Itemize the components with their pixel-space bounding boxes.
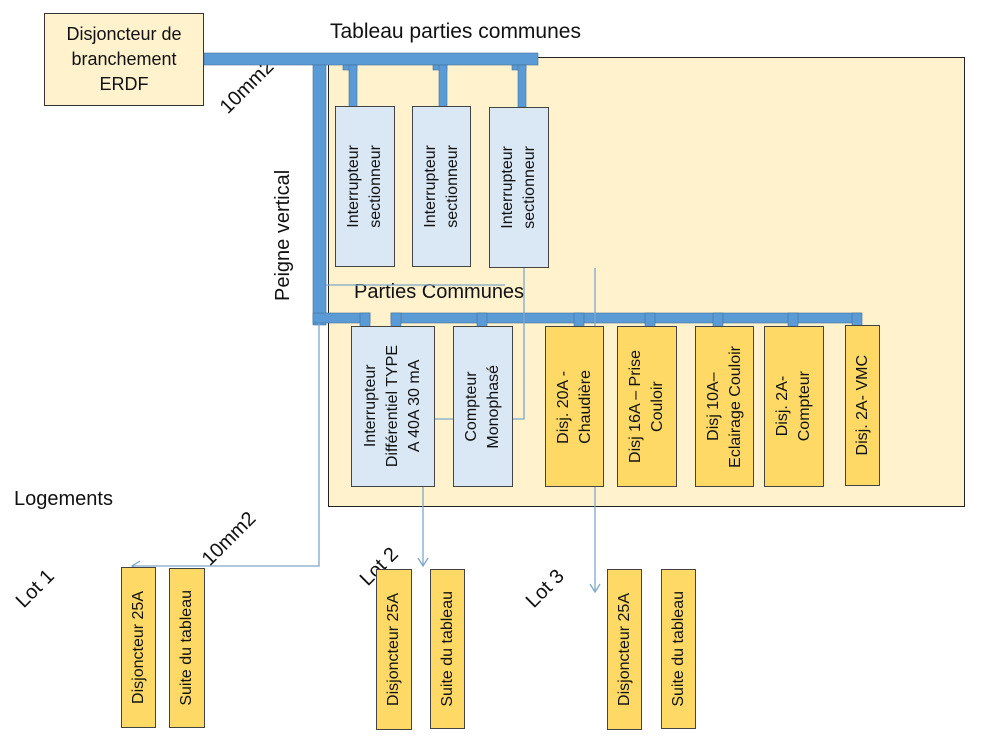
isolator-switch[interactable]: Interrupteur sectionneur bbox=[412, 106, 471, 267]
bus-drop bbox=[476, 312, 488, 328]
lot-continuation[interactable]: Suite du tableau bbox=[430, 569, 465, 729]
main-bus-bar bbox=[203, 52, 539, 66]
lot-breaker[interactable]: Disjoncteur 25A bbox=[121, 567, 156, 728]
isolator-switch[interactable]: Interrupteur sectionneur bbox=[489, 107, 549, 268]
device-label: Disj 10A– Eclairage Couloir bbox=[704, 345, 744, 468]
bus-drop bbox=[573, 312, 585, 328]
isolator-switch-label: Interrupteur sectionneur bbox=[499, 146, 538, 229]
erdf-main-breaker[interactable]: Disjoncteur de branchement ERDF bbox=[44, 13, 204, 106]
isolator-switch-label: Interrupteur sectionneur bbox=[345, 145, 384, 228]
isolator-feed bbox=[348, 64, 358, 108]
logements-label: Logements bbox=[14, 488, 113, 510]
panel-title: Tableau parties communes bbox=[330, 20, 581, 43]
bus-drop bbox=[390, 312, 402, 328]
lot-breaker-label: Disjoncteur 25A bbox=[129, 591, 147, 704]
bus-drop bbox=[712, 312, 724, 328]
lot-breaker[interactable]: Disjoncteur 25A bbox=[607, 569, 642, 730]
lot-breaker-label: Disjoncteur 25A bbox=[615, 593, 633, 706]
breaker-corridor-lighting[interactable]: Disj 10A– Eclairage Couloir bbox=[695, 326, 754, 487]
lot-continuation-label: Suite du tableau bbox=[178, 590, 195, 706]
breaker-corridor-outlet[interactable]: Disj 16A – Prise Couloir bbox=[617, 326, 677, 487]
bus-drop bbox=[787, 312, 799, 328]
lot3-arrow-icon bbox=[589, 583, 601, 594]
breaker-vmc[interactable]: Disj. 2A- VMC bbox=[845, 325, 880, 486]
vertical-bus-bar bbox=[312, 64, 327, 326]
isolator-feed bbox=[517, 64, 527, 108]
lot-continuation-label: Suite du tableau bbox=[438, 591, 456, 707]
lot-breaker-label: Disjoncteur 25A bbox=[385, 593, 402, 706]
device-label: Disj 16A – Prise Couloir bbox=[627, 350, 666, 463]
erdf-main-breaker-label: Disjoncteur de branchement ERDF bbox=[66, 24, 182, 94]
breaker-boiler[interactable]: Disj. 20A - Chaudière bbox=[545, 326, 604, 487]
lot-breaker[interactable]: Disjoncteur 25A bbox=[376, 569, 412, 730]
lot-continuation-label: Suite du tableau bbox=[669, 591, 687, 707]
single-phase-meter[interactable]: Compteur Monophasé bbox=[453, 326, 513, 487]
bus-drop bbox=[644, 312, 656, 328]
lot-continuation[interactable]: Suite du tableau bbox=[661, 569, 696, 729]
isolator-switch-label: Interrupteur sectionneur bbox=[421, 145, 461, 228]
device-label: Disj. 2A- VMC bbox=[853, 355, 871, 456]
device-label: Disj. 2A- Compteur bbox=[774, 371, 813, 442]
device-label: Disj. 20A - Chaudière bbox=[554, 369, 594, 444]
isolator-feed bbox=[438, 64, 448, 108]
lot2-arrow-icon bbox=[417, 557, 429, 568]
device-label: Interrupteur Différentiel TYPE A 40A 30 … bbox=[362, 345, 423, 468]
isolator-switch[interactable]: Interrupteur sectionneur bbox=[335, 106, 395, 267]
lot-continuation[interactable]: Suite du tableau bbox=[169, 568, 205, 728]
panel-subtitle: Parties Communes bbox=[354, 281, 525, 303]
differential-switch[interactable]: Interrupteur Différentiel TYPE A 40A 30 … bbox=[351, 326, 435, 487]
lower-bus-drop bbox=[359, 312, 371, 328]
device-label: Compteur Monophasé bbox=[463, 364, 502, 449]
lot1-feed-wire bbox=[132, 323, 320, 567]
breaker-meter[interactable]: Disj. 2A- Compteur bbox=[764, 326, 824, 487]
